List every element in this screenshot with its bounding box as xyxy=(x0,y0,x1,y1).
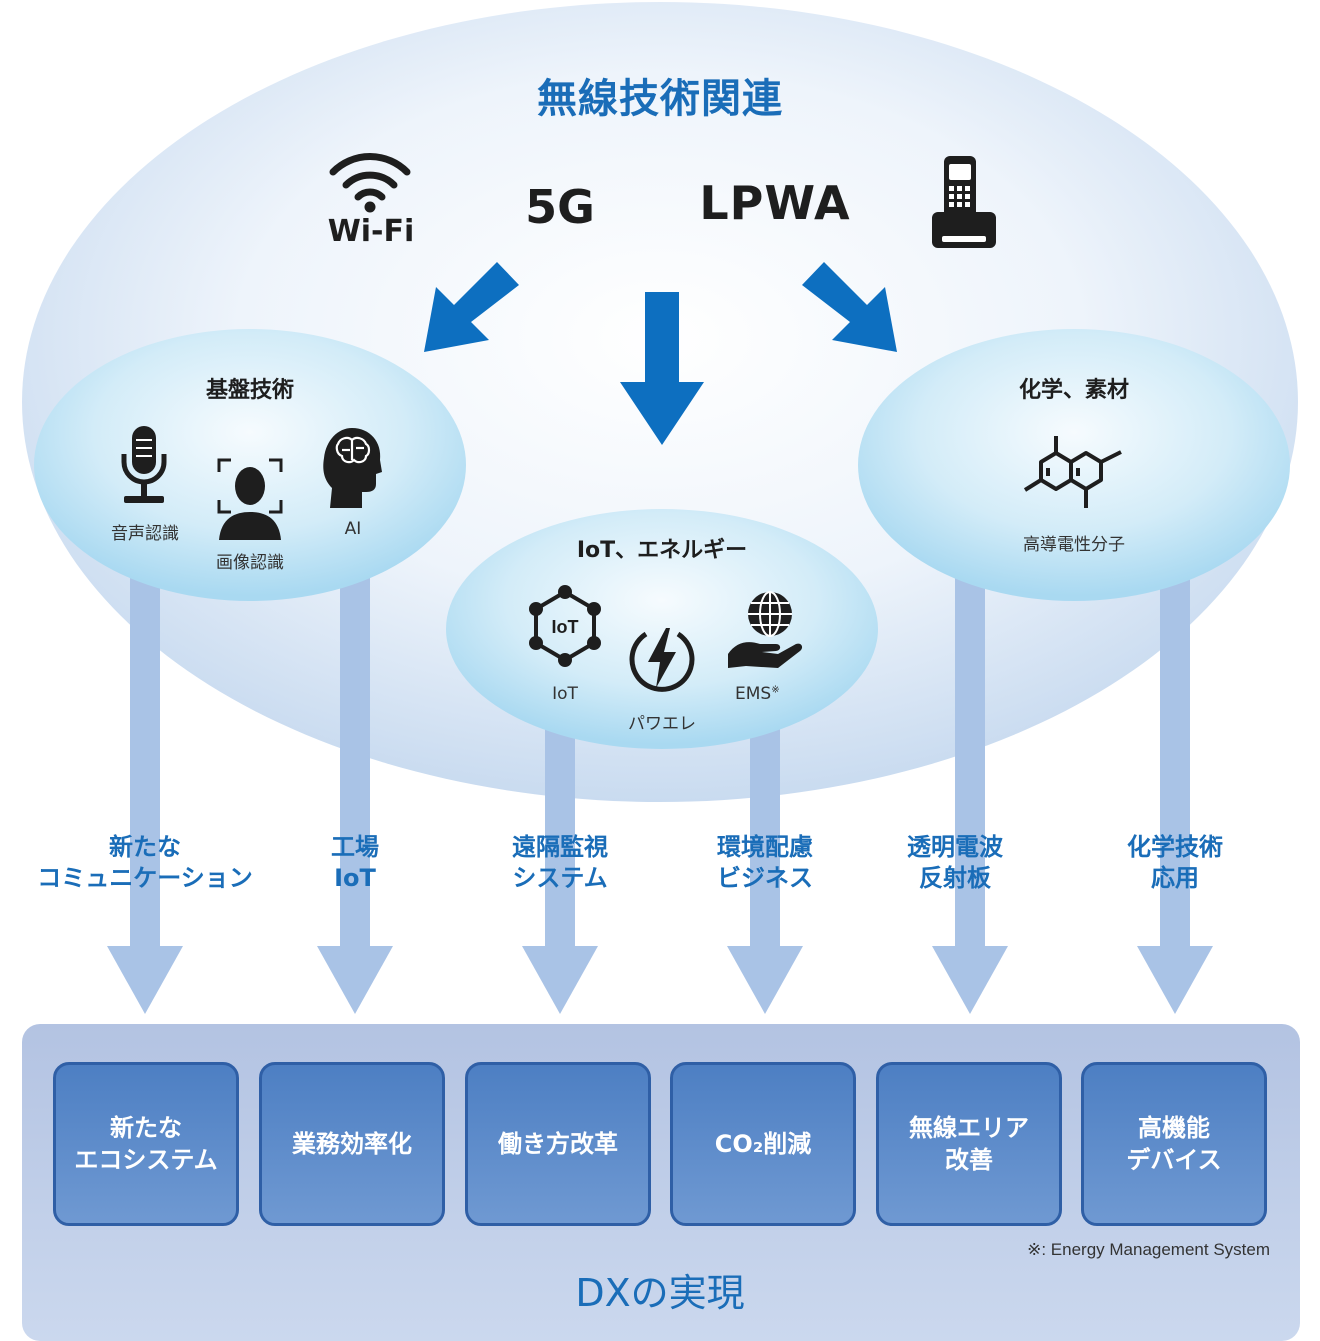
iot-network-icon: IoT xyxy=(529,585,601,667)
iot-energy-ellipse xyxy=(446,509,878,749)
ems-label: EMS xyxy=(735,684,772,704)
wifi-label: Wi-Fi xyxy=(327,214,415,249)
microphone-icon xyxy=(121,426,167,503)
ai-head-icon xyxy=(323,428,382,508)
ai-label: AI xyxy=(344,519,362,539)
conductive-molecule-label: 高導電性分子 xyxy=(1023,535,1125,555)
lpwa-label: LPWA xyxy=(699,176,851,230)
chemistry-ellipse xyxy=(858,329,1290,601)
outcome-co2-reduction: CO₂削減 xyxy=(670,1062,856,1226)
power-electronics-label: パワエレ xyxy=(628,714,696,734)
flow-label-chemical-tech: 化学技術応用 xyxy=(1127,833,1223,892)
iot-energy-title: IoT、エネルギー xyxy=(576,538,748,563)
arrow-down xyxy=(620,292,704,445)
wireless-title: 無線技術関連 xyxy=(537,76,783,122)
ems-footnote: ※: Energy Management System xyxy=(1027,1240,1270,1259)
flow-arrows xyxy=(107,560,1213,1014)
flow-arrow-6 xyxy=(1137,560,1213,1014)
arrow-down-right xyxy=(802,262,897,352)
flow-label-remote-monitoring: 遠隔監視システム xyxy=(512,833,608,892)
face-recognition-icon xyxy=(217,458,283,540)
basic-tech-ellipse xyxy=(34,329,466,601)
outcome-new-ecosystem: 新たな エコシステム xyxy=(53,1062,239,1226)
outcome-business-efficiency: 業務効率化 xyxy=(259,1062,445,1226)
flow-arrow-4 xyxy=(727,700,803,1014)
flow-arrow-5 xyxy=(932,560,1008,1014)
flow-arrow-3 xyxy=(522,700,598,1014)
basic-tech-title: 基盤技術 xyxy=(205,378,294,403)
image-recognition-label: 画像認識 xyxy=(216,553,284,573)
outcome-wireless-area: 無線エリア 改善 xyxy=(876,1062,1062,1226)
power-bolt-icon xyxy=(629,628,695,692)
5g-label: 5G xyxy=(525,180,595,234)
flow-arrow-1 xyxy=(107,560,183,1014)
flow-arrow-2 xyxy=(317,560,393,1014)
tech-arrows xyxy=(424,262,897,445)
outcome-work-style-reform: 働き方改革 xyxy=(465,1062,651,1226)
outcome-high-function-device: 高機能 デバイス xyxy=(1081,1062,1267,1226)
arrow-down-left xyxy=(424,262,519,352)
iot-label: IoT xyxy=(552,684,578,704)
flow-label-transparent-reflector: 透明電波反射板 xyxy=(907,833,1003,892)
globe-hand-icon xyxy=(728,591,803,668)
wifi-icon xyxy=(329,153,411,213)
flow-label-communication: 新たなコミュニケーション xyxy=(37,833,253,892)
iot-icon-text: IoT xyxy=(552,617,579,637)
cordless-phone-icon xyxy=(932,156,996,248)
chemistry-title: 化学、素材 xyxy=(1018,378,1129,403)
molecule-icon xyxy=(1023,436,1122,508)
ems-note-mark: ※ xyxy=(771,684,780,696)
dx-realization-title: DXの実現 xyxy=(575,1271,745,1315)
ems-label-wrap: EMS※ xyxy=(735,684,815,704)
voice-recognition-label: 音声認識 xyxy=(111,524,179,544)
flow-label-eco-business: 環境配慮ビジネス xyxy=(717,833,813,892)
